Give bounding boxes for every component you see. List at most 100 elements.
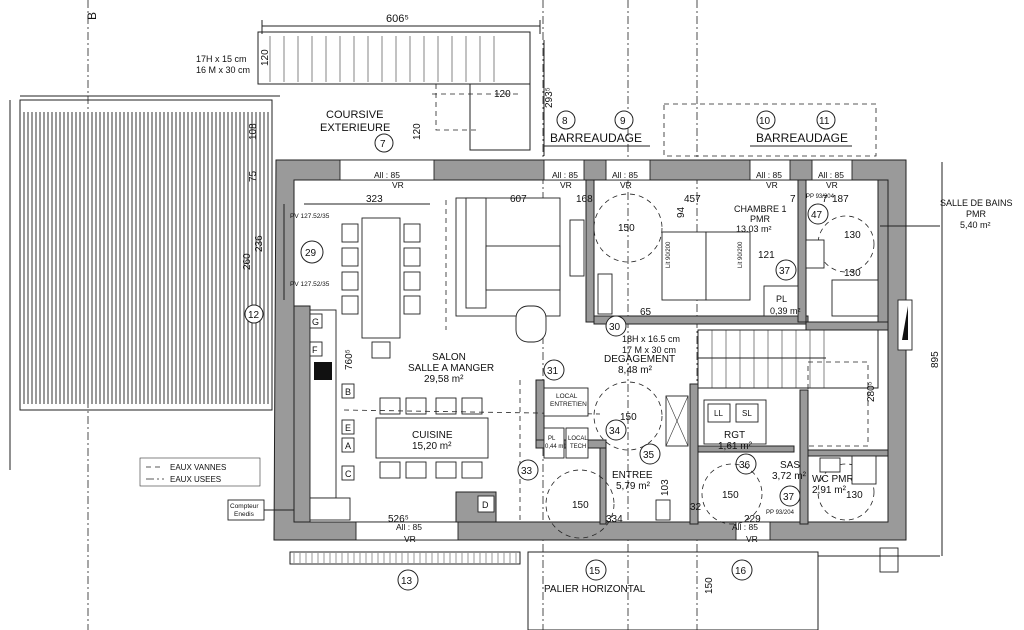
- dim-top-width: 606⁵: [386, 13, 409, 25]
- window-label-vr-8: VR: [560, 180, 572, 190]
- salon-label-3: 29,58 m²: [424, 374, 464, 385]
- window-label-vr-11: VR: [826, 180, 838, 190]
- axis-label-top: B: [85, 12, 99, 20]
- dim-salon-323: 323: [366, 194, 383, 205]
- turning-circle-sdb: [817, 215, 875, 273]
- marker-16-text: 16: [735, 566, 747, 577]
- marker-8-text: 8: [562, 116, 568, 127]
- salon-label-1: SALON: [432, 352, 466, 363]
- local-tech-label-2: TECH: [570, 444, 586, 450]
- stair-interior-spec-1: 18H x 16.5 cm: [622, 334, 680, 344]
- marker-36-text: 37: [783, 492, 795, 503]
- marker-7: [374, 133, 394, 153]
- box-f: F: [312, 345, 318, 355]
- marker-30: [605, 315, 627, 337]
- appliance-boxes: G F B E A C D: [309, 313, 495, 513]
- compteur-label-1: Compteur: [230, 503, 259, 510]
- local-tech-label-1: LOCAL: [568, 436, 588, 442]
- dim-187: 187: [832, 194, 849, 205]
- pl-small-label-1: PL: [548, 436, 556, 442]
- dim-760: 760⁵: [344, 349, 355, 370]
- pl-room-label-2: 0,39 m²: [770, 306, 801, 316]
- marker-9: [614, 110, 634, 130]
- marker-12-text: 12: [248, 310, 260, 321]
- kitchen-stools: [379, 397, 483, 479]
- armchair: [515, 305, 547, 343]
- cuisine-label-1: CUISINE: [412, 430, 453, 441]
- chambre-label-3: 13,03 m²: [736, 224, 772, 234]
- cuisine-label-2: 15,20 m²: [412, 441, 452, 452]
- kitchen-island: [375, 417, 489, 459]
- window-label-all85-11: All : 85: [818, 170, 844, 180]
- wc-label-2: 2,91 m²: [812, 485, 847, 496]
- rgt-ll: LL: [714, 409, 723, 418]
- box-e: E: [345, 423, 351, 433]
- dim-landing-120-a: 120: [260, 49, 271, 66]
- interior-stair: [697, 329, 879, 389]
- coursive-label-2: EXTERIEURE: [320, 122, 390, 134]
- dim-103: 103: [660, 479, 671, 496]
- turning-circle-entree: [545, 469, 615, 539]
- legend-eaux-usees: EAUX USEES: [170, 475, 221, 484]
- dim-168: 168: [576, 194, 593, 205]
- degagement-label-1: DEGAGEMENT: [604, 354, 675, 365]
- box-c: C: [345, 469, 352, 479]
- box-g: G: [312, 317, 319, 327]
- turning-circle-wc: [817, 463, 875, 521]
- bed-1-label: Lit 90/200: [666, 241, 672, 268]
- pp-label-chambre: PP 93/204: [806, 194, 835, 200]
- window-label-vr-bottom: VR: [404, 534, 416, 544]
- marker-32-text: 33: [521, 466, 533, 477]
- marker-13: [397, 569, 419, 591]
- dim-150-chambre: 150: [618, 223, 635, 234]
- chambre-label-1: CHAMBRE 1: [734, 204, 787, 214]
- exterior-stair-treads: [269, 36, 495, 82]
- dim-150-sas: 150: [722, 490, 739, 501]
- pv-label-1: PV 127.52/35: [290, 213, 330, 220]
- window-label-vr-16: VR: [746, 534, 758, 544]
- bottom-balcony: [289, 551, 521, 565]
- terrace-slats: [23, 112, 269, 404]
- marker-11: [816, 110, 836, 130]
- palier-horizontal: [527, 551, 819, 630]
- turning-circle-degagement: [593, 381, 663, 451]
- sas-label-2: 3,72 m²: [772, 471, 807, 482]
- marker-29-text: 29: [305, 248, 317, 259]
- window-label-all85-10: All : 85: [756, 170, 782, 180]
- marker-30-text: 30: [609, 322, 621, 333]
- window-label-all85-9: All : 85: [612, 170, 638, 180]
- bed-1: [661, 231, 707, 301]
- dim-121: 121: [758, 250, 775, 261]
- marker-12: [244, 304, 264, 324]
- dim-229: 229: [744, 514, 761, 525]
- dim-526: 526⁵: [388, 514, 409, 525]
- pl-room-label-1: PL: [776, 294, 787, 304]
- window-label-all85-bottom: All : 85: [396, 522, 422, 532]
- chambre-label-2: PMR: [750, 214, 771, 224]
- terrace-pergola: [19, 99, 273, 411]
- dim-334: 334: [606, 514, 623, 525]
- marker-10-text: 10: [759, 116, 771, 127]
- exterior-stair-spec-2: 16 M x 30 cm: [196, 65, 250, 75]
- marker-13-text: 13: [401, 576, 413, 587]
- marker-47-text: 47: [811, 210, 823, 221]
- wc-label-1: WC PMR: [812, 474, 854, 485]
- window-label-vr-9: VR: [620, 180, 632, 190]
- window-label-all85-8: All : 85: [552, 170, 578, 180]
- salon-label-2: SALLE A MANGER: [408, 363, 494, 374]
- dim-130-sdb-1: 130: [844, 230, 861, 241]
- marker-9-text: 9: [620, 116, 626, 127]
- rgt-sl: SL: [742, 409, 752, 418]
- marker-37: [775, 259, 797, 281]
- marker-11-text: 11: [819, 116, 830, 127]
- window-label-all85-16: All : 85: [732, 522, 758, 532]
- dim-150-degagement: 150: [620, 412, 637, 423]
- dim-457: 457: [684, 194, 701, 205]
- marker-37-text: 37: [779, 266, 791, 277]
- pv-label-2: PV 127.52/35: [290, 281, 330, 288]
- barreaudage-right-label: BARREAUDAGE: [756, 131, 848, 145]
- dim-607: 607: [510, 194, 527, 205]
- marker-33-text: 34: [609, 426, 621, 437]
- dim-130-sdb-2: 130: [844, 268, 861, 279]
- exterior-stair: [257, 31, 531, 85]
